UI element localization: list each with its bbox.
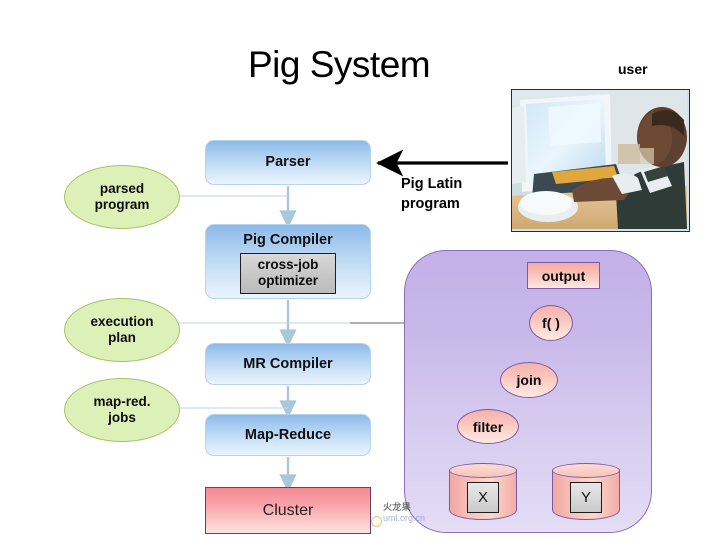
pig-latin-program-line2: program	[401, 196, 460, 212]
stage-box-pig-compiler: Pig Compiler cross-job optimizer	[205, 224, 371, 299]
pig-latin-program-line1: Pig Latin	[401, 176, 463, 192]
stage-box-map-reduce-label: Map-Reduce	[244, 426, 332, 443]
user-photo	[511, 89, 690, 232]
stage-box-mr-compiler: MR Compiler	[205, 343, 371, 385]
page-title: Pig System	[248, 44, 431, 85]
stage-box-parser-label: Parser	[265, 154, 311, 171]
cylinder-top	[449, 463, 517, 478]
dag-node-relation-x-label: X	[477, 489, 488, 506]
stage-box-mr-compiler-label: MR Compiler	[243, 355, 333, 372]
note-execution-plan-line2: plan	[108, 330, 136, 345]
stage-box-map-reduce: Map-Reduce	[205, 414, 371, 456]
cross-job-optimizer-line2: optimizer	[257, 272, 318, 288]
dag-node-output: output	[527, 262, 600, 289]
note-execution-plan-line1: execution	[90, 313, 154, 329]
dag-node-output-label: output	[541, 267, 586, 284]
cross-job-optimizer-line1: cross-job	[257, 256, 319, 272]
person-at-computer-photo	[512, 90, 687, 229]
dag-node-relation-y: Y	[552, 463, 620, 521]
stage-box-cluster: Cluster	[205, 487, 371, 534]
pig-latin-program-label: Pig Latin program	[401, 174, 462, 214]
cylinder-top	[552, 463, 620, 478]
note-parsed-program-line1: parsed	[99, 180, 145, 196]
stage-box-pig-compiler-label: Pig Compiler	[243, 232, 333, 248]
dag-node-join: join	[500, 362, 558, 398]
note-parsed-program: parsed program	[64, 165, 180, 229]
dag-node-join-label: join	[516, 372, 542, 388]
dag-node-relation-y-label-box: Y	[570, 482, 602, 513]
dag-node-f: f( )	[529, 305, 573, 341]
cross-job-optimizer-box: cross-job optimizer	[240, 252, 336, 295]
note-execution-plan: execution plan	[64, 298, 180, 362]
note-map-red-jobs-line2: jobs	[108, 410, 136, 425]
watermark-text: 火龙果	[383, 503, 411, 513]
stage-box-cluster-label: Cluster	[262, 501, 314, 519]
dag-node-relation-y-label: Y	[580, 489, 591, 506]
note-map-red-jobs-line1: map-red.	[93, 393, 151, 409]
dag-node-relation-x-label-box: X	[467, 482, 499, 513]
user-label: user	[618, 61, 648, 77]
watermark: 火龙果 uml.org.cn	[371, 503, 426, 527]
note-map-red-jobs: map-red. jobs	[64, 378, 180, 442]
dag-node-relation-x: X	[449, 463, 517, 521]
dag-node-f-label: f( )	[542, 315, 560, 331]
dag-node-filter-label: filter	[472, 418, 504, 435]
dag-node-filter: filter	[457, 409, 519, 444]
watermark-url: uml.org.cn	[383, 513, 426, 524]
note-parsed-program-line2: program	[94, 197, 150, 212]
stage-box-parser: Parser	[205, 140, 371, 185]
watermark-badge-icon	[371, 516, 382, 527]
